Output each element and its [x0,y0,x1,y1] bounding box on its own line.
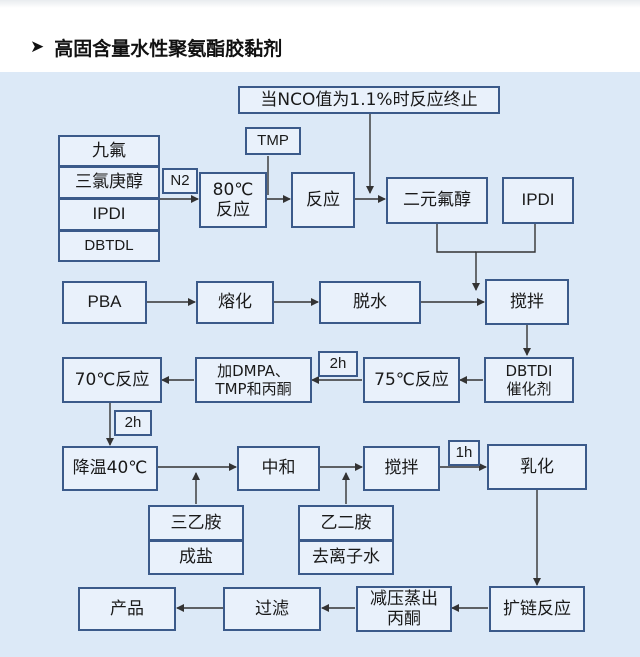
arrow-diol-to-stir [436,224,476,253]
top-edge [0,0,640,8]
page-title-text: 高固含量水性聚氨酯胶黏剂 [54,37,283,60]
dbtdi-line2: 催化剂 [506,380,552,398]
ipdi-right-box: IPDI [502,177,574,224]
melt-box: 熔化 [196,281,274,324]
emulsify-box: 乳化 [487,444,587,490]
dbtdl-box: DBTDL [58,230,160,262]
time-1h-box: 1h [448,440,480,466]
reaction-80-label: 反应 [216,200,250,220]
distill-box: 减压蒸出 丙酮 [356,586,452,632]
deionized-water-box: 去离子水 [298,540,394,575]
tmp-top-box: TMP [245,127,301,155]
dehydrate-box: 脱水 [319,281,421,324]
distill-line1: 减压蒸出 [370,588,438,609]
salt-forming-box: 成盐 [148,540,244,575]
stir-2-box: 搅拌 [363,446,440,491]
reaction-75-box: 75℃反应 [363,357,460,403]
reaction-box: 反应 [291,172,355,228]
time-2h-a-box: 2h [318,351,358,377]
add-dmpa-line2: TMP和丙酮 [215,380,292,398]
stop-condition-box: 当NCO值为1.1%时反应终止 [238,86,500,114]
triethylamine-box: 三乙胺 [148,505,244,541]
dbtdi-line1: DBTDI [505,362,553,380]
pba-box: PBA [62,281,147,324]
reaction-70-box: 70℃反应 [62,357,162,403]
reaction-80-box: 80℃ 反应 [199,172,267,228]
chain-extension-box: 扩链反应 [489,586,585,632]
ethylenediamine-box: 乙二胺 [298,505,394,541]
neutralize-box: 中和 [237,446,320,491]
add-dmpa-box: 加DMPA、 TMP和丙酮 [195,357,312,403]
n2-box: N2 [162,168,198,194]
reaction-80-temp: 80℃ [212,179,254,200]
trichloroheptanol-box: 三氯庚醇 [58,166,160,199]
distill-line2: 丙酮 [387,609,421,629]
stir-1-box: 搅拌 [485,279,569,325]
arrow-ipdi-to-stir [472,224,536,291]
add-dmpa-line1: 加DMPA、 [217,362,290,380]
cool-40-box: 降温40℃ [62,446,158,491]
triangle-bullet-icon: ➤ [30,37,45,57]
page-title: ➤ 高固含量水性聚氨酯胶黏剂 [30,32,282,62]
time-2h-b-box: 2h [114,410,152,436]
fluoro-diol-box: 二元氟醇 [386,177,488,224]
ipdi-left-box: IPDI [58,198,160,231]
nonanol-box: 九氟 [58,135,160,167]
dbtdi-catalyst-box: DBTDI 催化剂 [484,357,574,403]
filter-box: 过滤 [223,587,321,631]
product-box: 产品 [78,587,176,631]
